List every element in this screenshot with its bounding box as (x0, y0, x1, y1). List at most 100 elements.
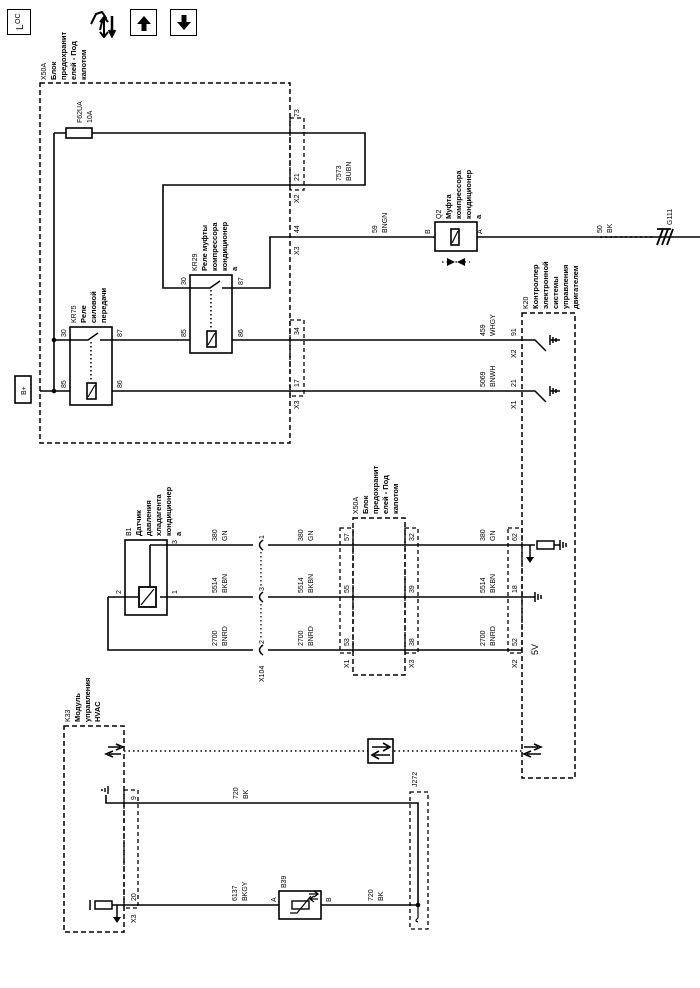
diagram-label: капотом (391, 483, 400, 514)
diagram-label: компрессора (210, 222, 219, 271)
diagram-label: давления (144, 500, 153, 536)
diagram-label: 5069 (480, 371, 487, 387)
diagram-label: 20 (131, 893, 138, 901)
k33-box (63, 725, 125, 933)
diagram-label: BKBN (222, 574, 229, 593)
diagram-label: GN (222, 531, 229, 542)
wire-7573-circuit: 7573 (336, 165, 343, 181)
diagram-label: 5514 (212, 577, 219, 593)
diagram-label: HVAC (93, 701, 102, 722)
x50a-top-label: X50A Блок предохранит елей - Под капотом (41, 31, 88, 80)
j272-label: J272 (412, 772, 419, 787)
diagram-label: X3 (131, 914, 138, 923)
diagram-label: елей - Под (381, 475, 390, 514)
diagram-label: электронной (541, 261, 550, 309)
diagram-label: 9 (131, 796, 138, 800)
diagram-label: X2 (512, 659, 519, 668)
diagram-label: 85 (61, 380, 68, 388)
diagram-label: 85 (181, 329, 188, 337)
diagram-label: BKBN (490, 574, 497, 593)
diagram-label: управления (561, 265, 570, 309)
diagram-label: 18 (512, 585, 519, 593)
diagram-label: Q2 (436, 210, 443, 219)
diagram-label: 39 (409, 585, 416, 593)
diagram-label: 73 (294, 109, 301, 117)
serial-data-splice (367, 738, 394, 764)
bplus-label: B+ (21, 386, 28, 395)
diagram-label: X3 (294, 246, 301, 255)
wire-7573-color: BUBN (346, 162, 353, 181)
diagram-label: предохранит (371, 465, 380, 514)
diagram-label: B (326, 897, 333, 902)
diagram-label: KR75 (71, 305, 78, 323)
diagram-label: BNRD (222, 626, 229, 646)
diagram-label: BKGY (242, 881, 249, 901)
diagram-label: 57 (344, 533, 351, 541)
wire-2700 (107, 597, 522, 651)
loc-icon: L OC (15, 14, 26, 31)
diagram-label: B (425, 229, 432, 234)
diagram-label: компрессора (454, 170, 463, 219)
diagram-label: 87 (117, 329, 124, 337)
diagram-label: 32 (409, 533, 416, 541)
diagram-label: 53 (344, 638, 351, 646)
diagram-label: BNWH (490, 366, 497, 387)
g111-label: G111 (667, 209, 674, 225)
svg-text:L: L (15, 24, 26, 30)
arrow-up-button[interactable] (130, 9, 157, 36)
diagram-label: 59 (372, 225, 379, 233)
diagram-label: B39 (281, 875, 288, 888)
diagram-label: 86 (238, 329, 245, 337)
connector-view-button[interactable] (88, 8, 122, 39)
diagram-label: 21 (294, 173, 301, 181)
diagram-label: силовой (89, 291, 98, 323)
diagram-label: 50 (597, 225, 604, 233)
diagram-label: передачи (99, 287, 108, 323)
diagram-label: BKBN (308, 574, 315, 593)
diagram-label: 62 (512, 533, 519, 541)
diagram-label: 1 (259, 535, 266, 539)
diagram-label: 5514 (480, 577, 487, 593)
ground-g111 (656, 228, 674, 246)
diagram-label: 91 (511, 328, 518, 336)
diagram-label: K33 (65, 709, 72, 722)
diagram-label: хладагента (154, 493, 163, 536)
diagram-label: 44 (294, 225, 301, 233)
diagram-label: BNRD (490, 626, 497, 646)
diagram-label: Блок (49, 61, 58, 80)
diagram-label: 6137 (232, 885, 239, 901)
b39-sensor (278, 890, 322, 920)
diagram-label: 2 (259, 640, 266, 644)
arrow-down-icon (176, 14, 191, 30)
diagram-label: BK (378, 891, 385, 901)
arrow-down-button[interactable] (170, 9, 197, 36)
diagram-label: 2700 (298, 630, 305, 646)
diagram-label: 86 (117, 380, 124, 388)
diagram-label: 380 (480, 529, 487, 541)
j272-box (409, 791, 429, 930)
x50a-top-box (39, 82, 291, 444)
relay-kr75 (69, 326, 113, 406)
diagram-label: WHGY (490, 314, 497, 336)
diagram-label: Контроллер (531, 264, 540, 309)
diagram-label: а (474, 214, 483, 219)
diagram-label: 3 (259, 587, 266, 591)
diagram-label: кондиционер (464, 169, 473, 219)
diagram-label: 21 (511, 379, 518, 387)
diagram-label: Муфта (444, 194, 453, 219)
diagram-label: 3 (172, 540, 179, 544)
diagram-label: A (271, 897, 278, 902)
diagram-label: елей - Под (69, 41, 78, 80)
diagram-label: системы (551, 276, 560, 309)
diagram-label: 380 (212, 529, 219, 541)
diagram-label: 30 (181, 277, 188, 285)
diagram-label: 55 (344, 585, 351, 593)
diagram-label: B1 (126, 527, 133, 536)
diagram-label: 52 (512, 638, 519, 646)
diagram-label: A (477, 229, 484, 234)
diagram-label: 17 (294, 379, 301, 387)
diagram-label: Блок (361, 495, 370, 514)
diagram-label: KR29 (192, 253, 199, 271)
loc-button[interactable]: L OC (7, 9, 31, 35)
